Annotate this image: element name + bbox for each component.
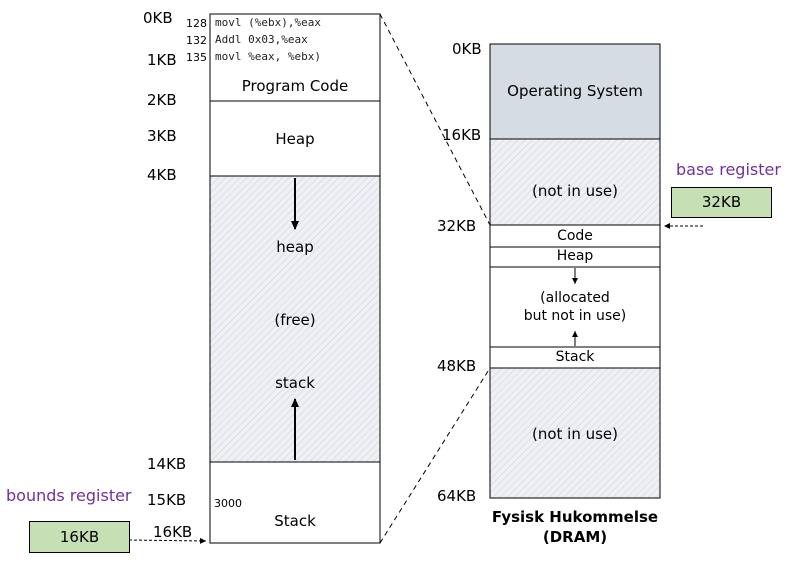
base-register-label: base register	[676, 160, 781, 179]
physical-stack-label: Stack	[555, 349, 595, 365]
code-line-instr: movl (%ebx),%eax	[215, 16, 321, 29]
virtual-heap-label: Heap	[275, 130, 315, 148]
vaddr-14kb: 14KB	[147, 455, 187, 473]
mapping-line-bottom	[379, 367, 491, 544]
virtual-stack-segment	[209, 461, 381, 544]
vaddr-1kb: 1KB	[147, 51, 177, 69]
paddr-16kb: 16KB	[442, 126, 482, 144]
code-line-instr: Addl 0x03,%eax	[215, 33, 308, 46]
stack-address-label: 3000	[214, 497, 242, 510]
base-register-value: 32KB	[671, 187, 772, 218]
vaddr-2kb: 2KB	[147, 91, 177, 109]
physical-code-label: Code	[557, 228, 593, 244]
physical-memory-caption: Fysisk Hukommelse	[491, 508, 659, 526]
code-line-instr: movl %eax, %ebx)	[215, 50, 321, 63]
code-line-addr: 128	[186, 17, 207, 30]
bounds-register-value: 16KB	[29, 521, 130, 553]
physical-heap-label: Heap	[556, 248, 594, 264]
paddr-32kb: 32KB	[437, 217, 477, 235]
virtual-heap-segment	[209, 100, 381, 177]
free-label: (free)	[274, 311, 316, 329]
program-code-label: Program Code	[241, 77, 349, 95]
os-label: Operating System	[507, 82, 643, 100]
stack-grow-label: stack	[275, 374, 315, 392]
physical-unused-region-1	[489, 138, 661, 226]
paddr-0kb: 0KB	[452, 40, 482, 58]
heap-grow-label: heap	[276, 238, 314, 256]
vaddr-4kb: 4KB	[147, 166, 177, 184]
not-in-use-label-2: (not in use)	[531, 425, 619, 443]
physical-memory-caption-sub: (DRAM)	[542, 528, 608, 546]
vaddr-3kb: 3KB	[147, 127, 177, 145]
code-line-addr: 135	[186, 51, 207, 64]
not-in-use-label-1: (not in use)	[531, 182, 619, 200]
virtual-code-segment	[209, 13, 381, 102]
paddr-64kb: 64KB	[437, 487, 477, 505]
virtual-stack-label: Stack	[274, 512, 316, 530]
vaddr-16kb: 16KB	[153, 523, 193, 541]
vaddr-15kb: 15KB	[147, 491, 187, 509]
allocated-label-line2: but not in use)	[523, 308, 627, 324]
mapping-line-top	[379, 13, 491, 226]
bounds-register-arrow	[128, 537, 207, 544]
vaddr-0kb: 0KB	[143, 9, 173, 27]
code-line-addr: 132	[186, 34, 207, 47]
bounds-register-label: bounds register	[6, 486, 132, 505]
physical-os-segment	[489, 43, 661, 140]
paddr-48kb: 48KB	[437, 357, 477, 375]
physical-unused-region-2	[489, 367, 661, 499]
allocated-label-line1: (allocated	[540, 290, 610, 306]
